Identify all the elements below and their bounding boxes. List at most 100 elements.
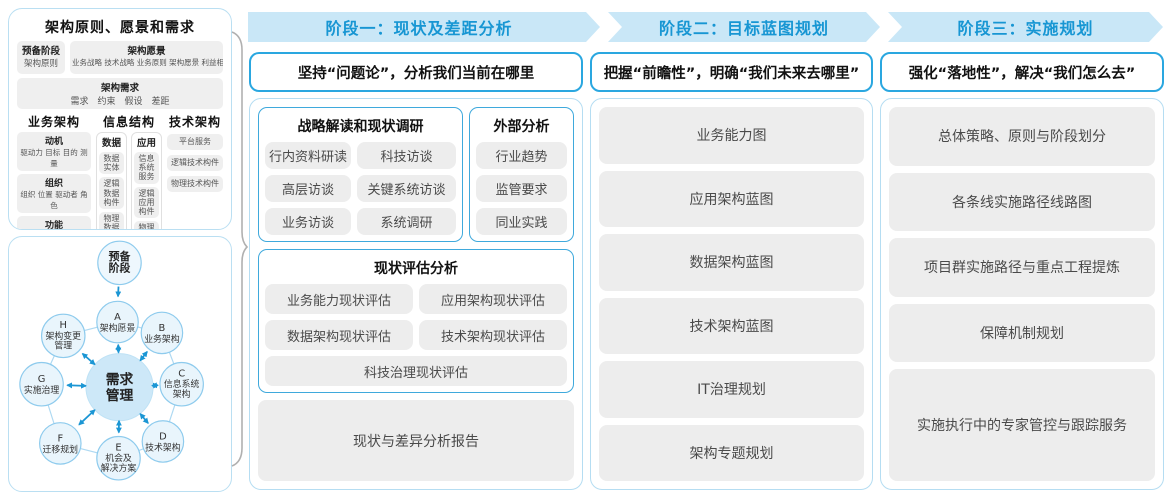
prep-phase-box: 预备阶段 架构原则 bbox=[17, 41, 65, 74]
adm-node-b-circle bbox=[140, 311, 184, 355]
adm-node-e-circle bbox=[96, 435, 141, 481]
data-item: 数据实体 bbox=[99, 152, 124, 175]
phase2-column: 业务能力图 应用架构蓝图 数据架构蓝图 技术架构蓝图 IT治理规划 架构专题规划 bbox=[590, 98, 873, 490]
phase3-subtitle-box: 强化“落地性”，解决“我们怎么去” bbox=[880, 52, 1164, 92]
phase3-band-segment: 阶段三：实施规划 bbox=[888, 12, 1163, 42]
technology-item: 物理技术构件 bbox=[167, 176, 223, 192]
phase1-header: 阶段一：现状及差距分析 bbox=[325, 19, 513, 38]
center-f-arrow bbox=[78, 409, 96, 426]
phase3-item: 各条线实施路径线路图 bbox=[889, 172, 1155, 232]
application-subcolumn: 应用 信息系统服务 逻辑应用构件 物理应用构件 bbox=[131, 132, 162, 229]
technology-architecture-column: 技术架构 平台服务 逻辑技术构件 物理技术构件 bbox=[167, 113, 223, 229]
external-analysis-box: 外部分析 行业趋势 监管要求 同业实践 bbox=[469, 107, 574, 242]
assessment-item: 应用架构现状评估 bbox=[419, 284, 567, 314]
strategy-research-title: 战略解读和现状调研 bbox=[297, 119, 424, 135]
external-analysis-title: 外部分析 bbox=[493, 119, 550, 135]
motivation-title: 动机 bbox=[44, 137, 63, 147]
phase-band: 阶段一：现状及差距分析 阶段二：目标蓝图规划 阶段三：实施规划 bbox=[248, 12, 1163, 42]
phase2-item: 技术架构蓝图 bbox=[599, 297, 864, 354]
data-item: 逻辑数据构件 bbox=[99, 177, 124, 209]
phase3-item: 总体策略、原则与阶段划分 bbox=[889, 107, 1155, 166]
phase2-band-segment: 阶段二：目标蓝图规划 bbox=[608, 12, 880, 42]
technology-architecture-header: 技术架构 bbox=[168, 115, 221, 129]
strategy-item: 系统调研 bbox=[357, 208, 457, 235]
application-item: 物理应用构件 bbox=[134, 221, 159, 229]
adm-node-c-circle bbox=[159, 361, 204, 407]
assessment-item: 业务能力现状评估 bbox=[265, 284, 413, 314]
motivation-box: 动机 驱动力 目标 目的 测量 bbox=[17, 132, 91, 171]
adm-node-a-circle bbox=[96, 300, 139, 344]
phase1-column: 战略解读和现状调研 行内资料研读 科技访谈 高层访谈 关键系统访谈 业务访谈 系… bbox=[249, 98, 583, 490]
organization-box: 组织 组织 位置 驱动者 角色 bbox=[17, 174, 91, 213]
data-subcolumn: 数据 数据实体 逻辑数据构件 物理数据构件 bbox=[96, 132, 127, 229]
application-item: 信息系统服务 bbox=[134, 152, 159, 184]
phase2-subtitle: 把握“前瞻性”，明确“我们未来去哪里” bbox=[603, 65, 860, 82]
prep-phase-sub: 架构原则 bbox=[23, 59, 58, 69]
phase2-header: 阶段二：目标蓝图规划 bbox=[658, 19, 829, 38]
technology-item: 平台服务 bbox=[167, 134, 223, 150]
business-architecture-header: 业务架构 bbox=[27, 115, 80, 129]
vision-title: 架构愿景 bbox=[127, 46, 166, 57]
data-item: 物理数据构件 bbox=[99, 211, 124, 229]
phase3-item: 保障机制规划 bbox=[889, 303, 1155, 363]
panel-title: 架构原则、愿景和需求 bbox=[45, 20, 195, 36]
phase2-item: 应用架构蓝图 bbox=[599, 170, 864, 227]
function-title: 功能 bbox=[44, 221, 63, 230]
prep-phase-label: 预备阶段 bbox=[109, 249, 131, 275]
strategy-item: 科技访谈 bbox=[357, 142, 457, 169]
motivation-sub: 驱动力 目标 目的 测量 bbox=[20, 148, 88, 168]
information-structure-column: 信息结构 数据 数据实体 逻辑数据构件 物理数据构件 应用 信息系统服务 逻辑应… bbox=[96, 113, 162, 229]
requirements-management-label: 需求管理 bbox=[106, 371, 134, 404]
external-item: 行业趋势 bbox=[476, 142, 567, 169]
assessment-item: 科技治理现状评估 bbox=[265, 356, 567, 386]
external-item: 同业实践 bbox=[476, 208, 567, 235]
phase2-item: 架构专题规划 bbox=[599, 424, 864, 481]
phase1-subtitle: 坚持“问题论”，分析我们当前在哪里 bbox=[297, 65, 535, 82]
phase2-item: 数据架构蓝图 bbox=[599, 234, 864, 291]
function-box: 功能 服务 流程 控制 功能 bbox=[17, 216, 91, 230]
technology-item: 逻辑技术构件 bbox=[167, 155, 223, 171]
information-structure-header: 信息结构 bbox=[102, 115, 155, 129]
strategy-research-box: 战略解读和现状调研 行内资料研读 科技访谈 高层访谈 关键系统访谈 业务访谈 系… bbox=[258, 107, 464, 242]
business-architecture-column: 业务架构 动机 驱动力 目标 目的 测量 组织 组织 位置 驱动者 角色 功能 … bbox=[17, 113, 91, 230]
organization-sub: 组织 位置 驱动者 角色 bbox=[20, 190, 88, 210]
organization-title: 组织 bbox=[44, 179, 63, 189]
phase2-subtitle-box: 把握“前瞻性”，明确“我们未来去哪里” bbox=[590, 52, 873, 92]
phase3-column: 总体策略、原则与阶段划分 各条线实施路径线路图 项目群实施路径与重点工程提炼 保… bbox=[880, 98, 1164, 490]
strategy-item: 高层访谈 bbox=[265, 175, 352, 202]
strategy-item: 行内资料研读 bbox=[265, 142, 352, 169]
brace-connector bbox=[231, 31, 248, 467]
assessment-box: 现状评估分析 业务能力现状评估 应用架构现状评估 数据架构现状评估 技术架构现状… bbox=[258, 249, 574, 393]
adm-node-d-circle bbox=[141, 420, 185, 463]
gap-analysis-report-box: 现状与差异分析报告 bbox=[258, 400, 574, 481]
phase3-header: 阶段三：实施规划 bbox=[957, 19, 1094, 38]
adm-node-g-circle bbox=[19, 361, 64, 407]
strategy-item: 关键系统访谈 bbox=[357, 175, 457, 202]
assessment-item: 数据架构现状评估 bbox=[265, 320, 413, 350]
center-b-arrow bbox=[139, 350, 148, 362]
application-item: 逻辑应用构件 bbox=[134, 186, 159, 219]
prep-phase-title: 预备阶段 bbox=[21, 46, 60, 57]
prep-phase-circle bbox=[97, 240, 142, 286]
assessment-item: 技术架构现状评估 bbox=[419, 320, 567, 350]
vision-sub: 业务战略 技术战略 业务原则 架构愿景 利益相关者 bbox=[72, 58, 223, 67]
phase3-item: 实施执行中的专家管控与跟踪服务 bbox=[889, 369, 1155, 481]
center-h-arrow bbox=[81, 352, 96, 366]
phase3-item: 项目群实施路径与重点工程提炼 bbox=[889, 238, 1155, 297]
requirements-title: 架构需求 bbox=[100, 83, 139, 94]
adm-node-f-circle bbox=[38, 422, 82, 465]
center-g-arrow bbox=[66, 382, 87, 389]
vision-box: 架构愿景 业务战略 技术战略 业务原则 架构愿景 利益相关者 bbox=[70, 41, 223, 74]
application-header: 应用 bbox=[136, 138, 156, 149]
architecture-principles-panel: 架构原则、愿景和需求 预备阶段 架构原则 架构愿景 业务战略 技术战略 业务原则… bbox=[8, 8, 232, 230]
strategy-item: 业务访谈 bbox=[265, 208, 352, 235]
